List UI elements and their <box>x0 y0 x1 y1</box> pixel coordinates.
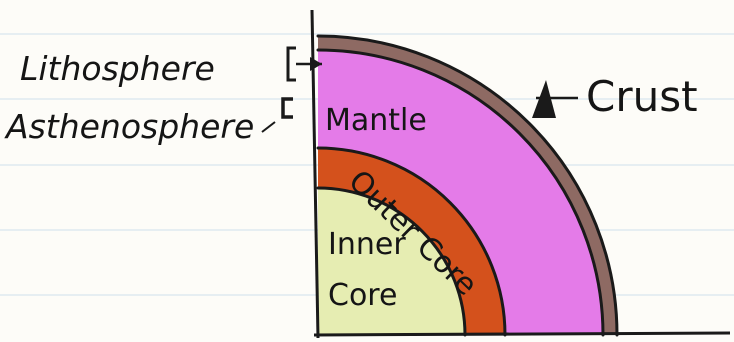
crust-label: Crust <box>586 72 698 121</box>
inner-core-label-line2: Core <box>328 278 397 313</box>
lithosphere-label: Lithosphere <box>20 49 215 88</box>
mantle-label: Mantle <box>325 103 427 138</box>
asthenosphere-label: Asthenosphere <box>4 107 254 146</box>
inner-core-label-line1: Inner <box>328 227 406 262</box>
horizontal-axis <box>314 333 730 335</box>
